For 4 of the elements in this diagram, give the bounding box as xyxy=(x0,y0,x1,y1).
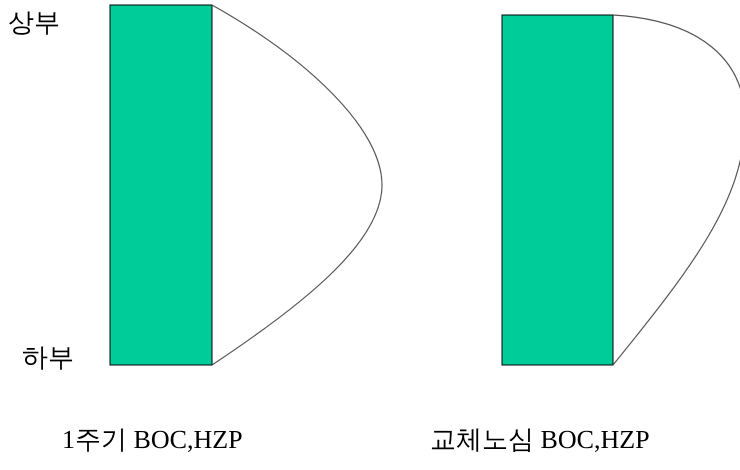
bottom-label: 하부 xyxy=(22,345,74,371)
case-caption: 1주기 BOC,HZP xyxy=(62,427,243,453)
case-caption: 교체노심 BOC,HZP xyxy=(430,427,650,453)
top-label: 상부 xyxy=(8,10,60,36)
